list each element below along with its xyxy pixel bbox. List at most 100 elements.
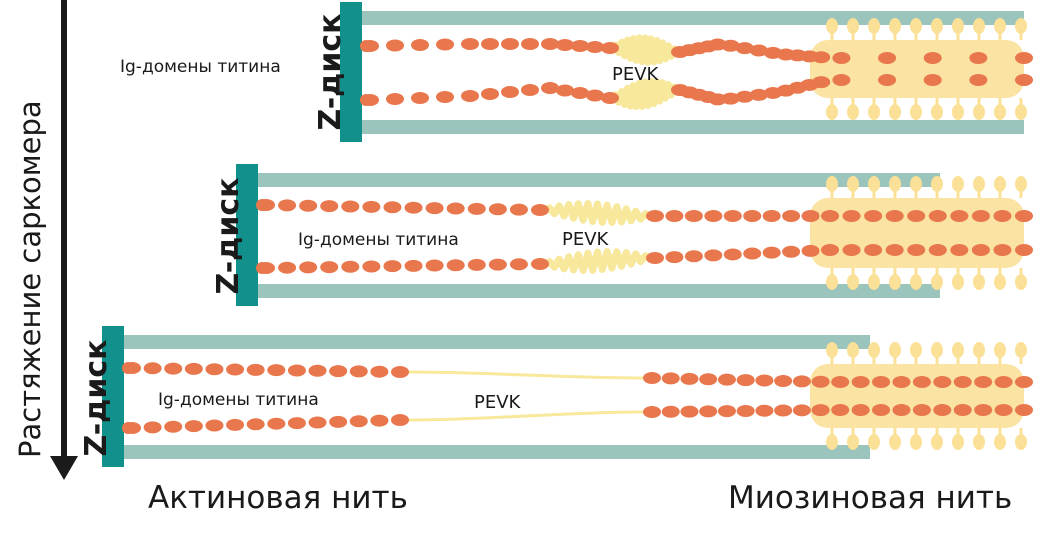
ig-domain (383, 260, 402, 273)
ig-domain (736, 404, 755, 417)
ig-domain (721, 39, 740, 52)
ig-domain (184, 362, 203, 375)
ig-domain (411, 39, 429, 51)
ig-domain (267, 417, 286, 430)
pevk-segment (608, 34, 682, 66)
myosin-head (994, 274, 1006, 290)
ig-domain (832, 74, 851, 86)
myosin-head (994, 176, 1006, 192)
ig-domain (812, 76, 831, 89)
ig-domain (878, 52, 897, 64)
ig-domain (907, 210, 926, 222)
myosin-head (931, 342, 943, 358)
ig-domain (425, 259, 444, 272)
myosin-head (910, 342, 922, 358)
ig-domain (446, 259, 465, 272)
myosin-head (826, 104, 838, 120)
ig-domain (164, 362, 183, 375)
ig-domain (812, 51, 831, 64)
myosin-head (931, 434, 943, 450)
ig-domain (994, 404, 1013, 416)
ig-domain (501, 86, 519, 98)
myosin-head (973, 176, 985, 192)
ig-domain (646, 210, 664, 222)
ig-domain (267, 364, 286, 377)
ig-domain (950, 210, 969, 222)
myosin-head (868, 434, 880, 450)
myosin-head (931, 176, 943, 192)
ig-domain (735, 90, 754, 103)
actin-filament-top (258, 173, 940, 187)
myosin-head (910, 176, 922, 192)
ig-domain (320, 261, 339, 274)
ig-domain (425, 202, 444, 215)
stretch-axis-label: Растяжение саркомера (13, 100, 47, 458)
myosin-head (889, 274, 901, 290)
myosin-filament (810, 198, 1024, 268)
actin-filament-bottom (124, 445, 870, 459)
myosin-head (973, 18, 985, 34)
myosin-head (868, 18, 880, 34)
ig-domain (665, 210, 684, 222)
ig-domain (774, 374, 793, 387)
actin-filament-bottom (362, 120, 1024, 134)
myosin-head (826, 176, 838, 192)
ig-domain (892, 376, 911, 388)
myosin-head (1015, 18, 1027, 34)
ig-domain (226, 418, 245, 431)
pevk-segment (539, 200, 656, 226)
myosin-head (1015, 342, 1027, 358)
pevk-segment (400, 410, 652, 422)
ig-domain (723, 248, 742, 261)
myosin-head (826, 434, 838, 450)
ig-domain (704, 249, 723, 262)
ig-domain (488, 203, 507, 216)
myosin-head (889, 18, 901, 34)
myosin-head (889, 104, 901, 120)
ig-domain (907, 244, 926, 256)
ig-domain (278, 199, 297, 212)
ig-domain (971, 210, 990, 222)
ig-domain (993, 244, 1012, 256)
ig-domain (643, 406, 661, 418)
actin-filament-top (124, 335, 870, 349)
myosin-head (889, 176, 901, 192)
ig-domain (461, 90, 479, 102)
myosin-filament (810, 364, 1024, 428)
ig-domain (872, 404, 891, 416)
ig-domain (205, 419, 224, 432)
ig-domain (246, 363, 265, 376)
z-disc-anchor (122, 362, 134, 374)
ig-domain (782, 210, 801, 222)
pevk-segment (608, 77, 682, 111)
ig-domain (349, 415, 368, 428)
myosin-head (910, 104, 922, 120)
ig-domain (684, 210, 703, 222)
ig-domain (404, 201, 423, 214)
ig-domain (143, 421, 162, 434)
myosin-head (826, 342, 838, 358)
ig-domain (349, 365, 368, 378)
ig-domain (912, 404, 931, 416)
ig-domain (721, 92, 740, 105)
ig-domains-label: Ig-домены титина (298, 230, 459, 250)
ig-domain (699, 405, 718, 418)
z-disc-anchor (256, 262, 268, 274)
ig-domain (184, 420, 203, 433)
z-disc (340, 2, 362, 142)
ig-domain (481, 38, 499, 50)
ig-domain (774, 404, 793, 417)
ig-domain (864, 210, 883, 222)
myosin-head (931, 18, 943, 34)
ig-domain (341, 200, 360, 213)
myosin-head (952, 176, 964, 192)
ig-domain (541, 38, 559, 50)
ig-domain (467, 202, 486, 215)
ig-domain (699, 373, 718, 386)
ig-domains-label: Ig-домены титина (120, 57, 281, 77)
ig-domain (755, 404, 774, 417)
ig-domain (661, 372, 680, 385)
actin-filament-label: Актиновая нить (148, 480, 408, 516)
z-disc-label: Z-диск (313, 13, 348, 130)
